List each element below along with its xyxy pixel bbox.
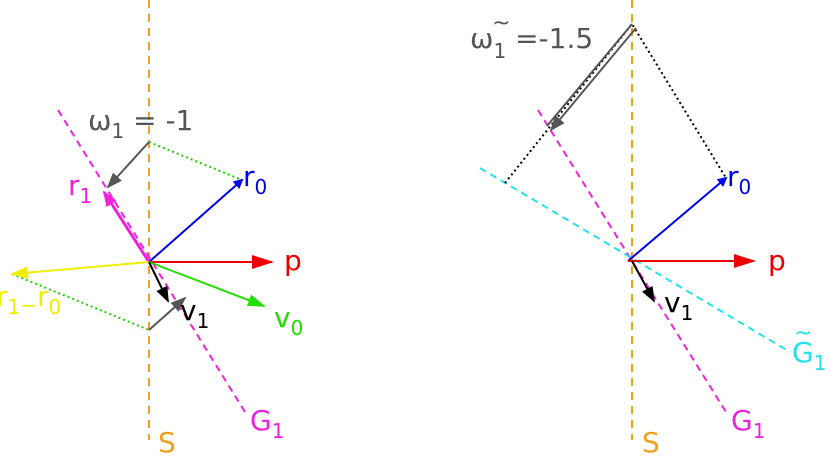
left-dotted-r0-line xyxy=(148,141,243,181)
left-r1-label: r1 xyxy=(68,169,92,208)
left-v1-label: v1 xyxy=(180,294,209,333)
left-v1-arrow xyxy=(148,261,169,303)
right-v1-label: v1 xyxy=(664,286,693,325)
right-r0-arrow xyxy=(627,176,728,262)
left-v0-label: v0 xyxy=(274,301,303,340)
right-v1-arrow xyxy=(631,260,655,303)
left-r1r0-label: r1−r0 xyxy=(0,280,61,319)
left-v1-gray-arrow xyxy=(148,296,187,331)
left-v0-arrow xyxy=(148,261,266,307)
left-r1-arrow xyxy=(102,190,151,263)
right-panel: ω1 =-1.5 ~ r0 p v1 G1 ~ G1 S xyxy=(470,0,826,459)
left-omega-arrow xyxy=(106,141,150,189)
left-panel: ω1 = -1 r1 r0 p r1−r0 v1 v0 G1 S xyxy=(0,0,303,459)
right-g1-tilde-label: G1 xyxy=(792,336,826,375)
right-g1-label: G1 xyxy=(731,404,765,443)
right-omega-arrow-a xyxy=(546,23,633,127)
left-p-label: p xyxy=(284,244,302,277)
right-g1-tilde-mark: ~ xyxy=(794,321,812,346)
left-r1r0-arrow xyxy=(10,261,150,279)
left-r0-label: r0 xyxy=(243,160,267,199)
right-omega-label: ω1 =-1.5 xyxy=(470,22,593,63)
right-s-label: S xyxy=(642,426,660,459)
right-p-label: p xyxy=(768,244,786,277)
left-s-label: S xyxy=(158,426,176,459)
left-r0-arrow xyxy=(148,178,244,263)
right-r0-label: r0 xyxy=(727,160,751,199)
right-omega-arrow-b xyxy=(549,27,637,132)
left-omega-label: ω1 = -1 xyxy=(88,104,193,143)
right-omega-tilde: ~ xyxy=(492,11,510,36)
left-g1-label: G1 xyxy=(250,404,284,443)
